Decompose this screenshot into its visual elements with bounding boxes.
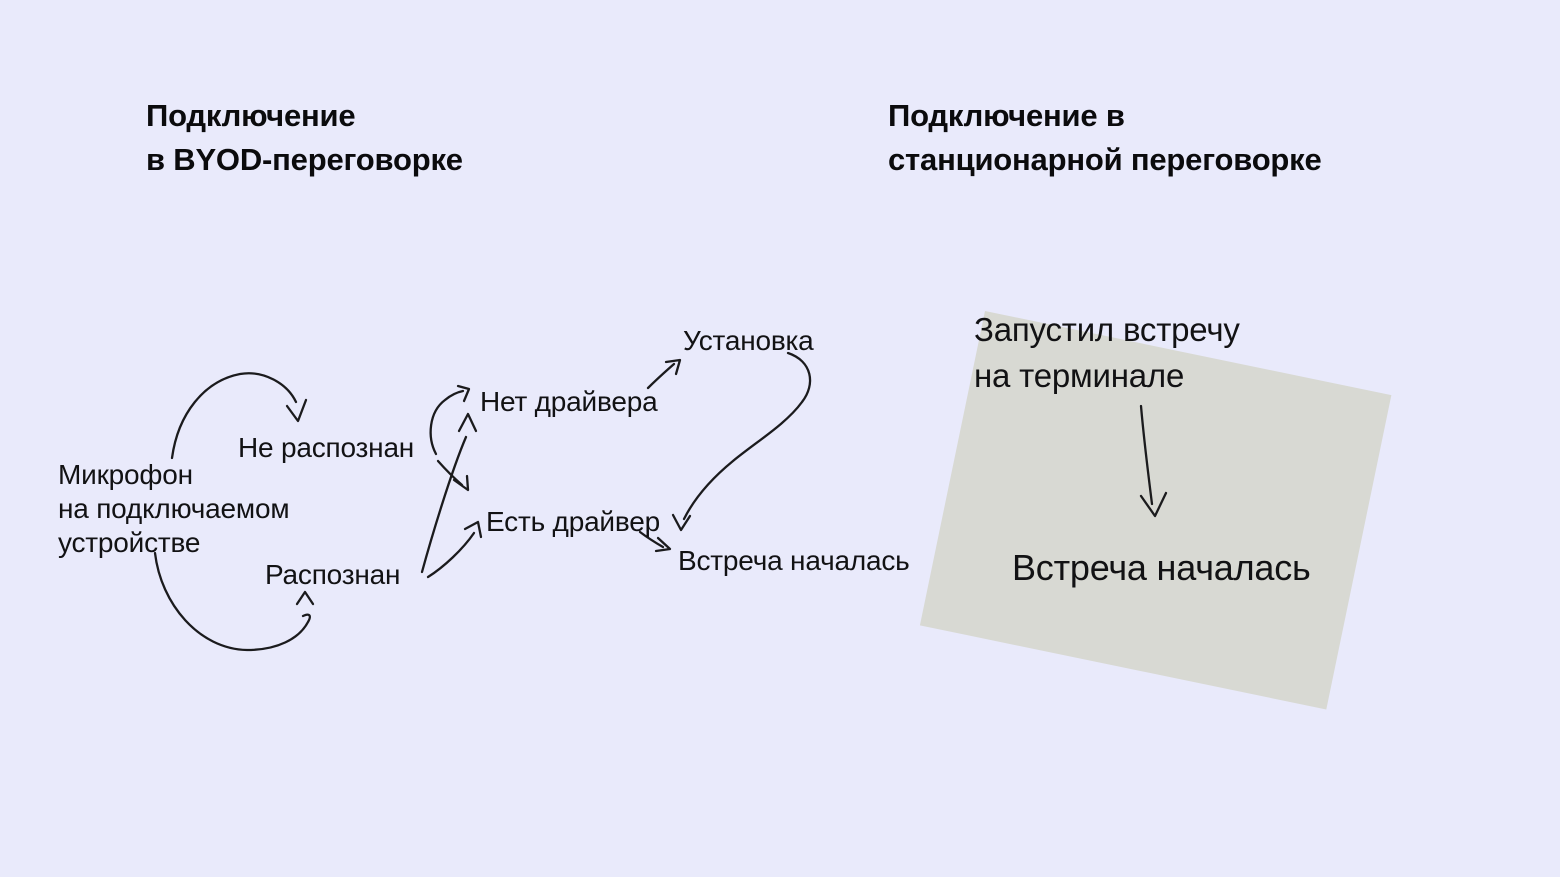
arrow-recognized-to-has-driver[interactable] xyxy=(426,520,483,579)
node-terminal-line2: на терминале xyxy=(974,357,1185,394)
byod-title-line2: в BYOD-переговорке xyxy=(146,142,463,177)
arrow-no-driver-to-installation[interactable] xyxy=(646,358,682,390)
arrow-not-recognized-to-has-driver[interactable] xyxy=(436,459,470,492)
arrow-installation-to-meeting-started[interactable] xyxy=(671,351,812,532)
arrow-has-driver-to-meeting-started[interactable] xyxy=(638,530,672,553)
node-no-driver[interactable]: Нет драйвера xyxy=(480,386,658,417)
arrow-microphone-to-not-recognized[interactable] xyxy=(170,372,308,460)
node-not-recognized[interactable]: Не распознан xyxy=(238,432,415,463)
stationary-title-line2: станционарной переговорке xyxy=(888,142,1322,177)
node-recognized[interactable]: Распознан xyxy=(265,559,401,590)
node-installation[interactable]: Установка xyxy=(683,325,814,356)
node-meeting-started-byod[interactable]: Встреча началась xyxy=(678,545,910,576)
node-has-driver[interactable]: Есть драйвер xyxy=(486,506,660,537)
arrow-microphone-to-recognized[interactable] xyxy=(153,551,315,652)
arrow-recognized-to-no-driver[interactable] xyxy=(420,412,478,574)
arrow-not-recognized-to-no-driver[interactable] xyxy=(429,384,471,456)
node-microphone-line1: Микрофон xyxy=(58,459,193,490)
node-terminal-line1: Запустил встречу xyxy=(974,311,1240,348)
node-microphone-line3: устройстве xyxy=(58,527,201,558)
node-meeting-started-stationary[interactable]: Встреча началась xyxy=(1012,547,1311,588)
byod-title-line1: Подключение xyxy=(146,98,356,133)
node-microphone[interactable]: Микрофон на подключаемом устройстве xyxy=(58,458,290,560)
stationary-title-line1: Подключение в xyxy=(888,98,1125,133)
byod-section-title[interactable]: Подключение в BYOD-переговорке xyxy=(146,94,463,182)
node-microphone-line2: на подключаемом xyxy=(58,493,290,524)
stationary-section-title[interactable]: Подключение в станционарной переговорке xyxy=(888,94,1322,182)
node-launched-on-terminal[interactable]: Запустил встречу на терминале xyxy=(974,307,1240,399)
arrow-terminal-to-meeting-started[interactable] xyxy=(1139,404,1168,518)
